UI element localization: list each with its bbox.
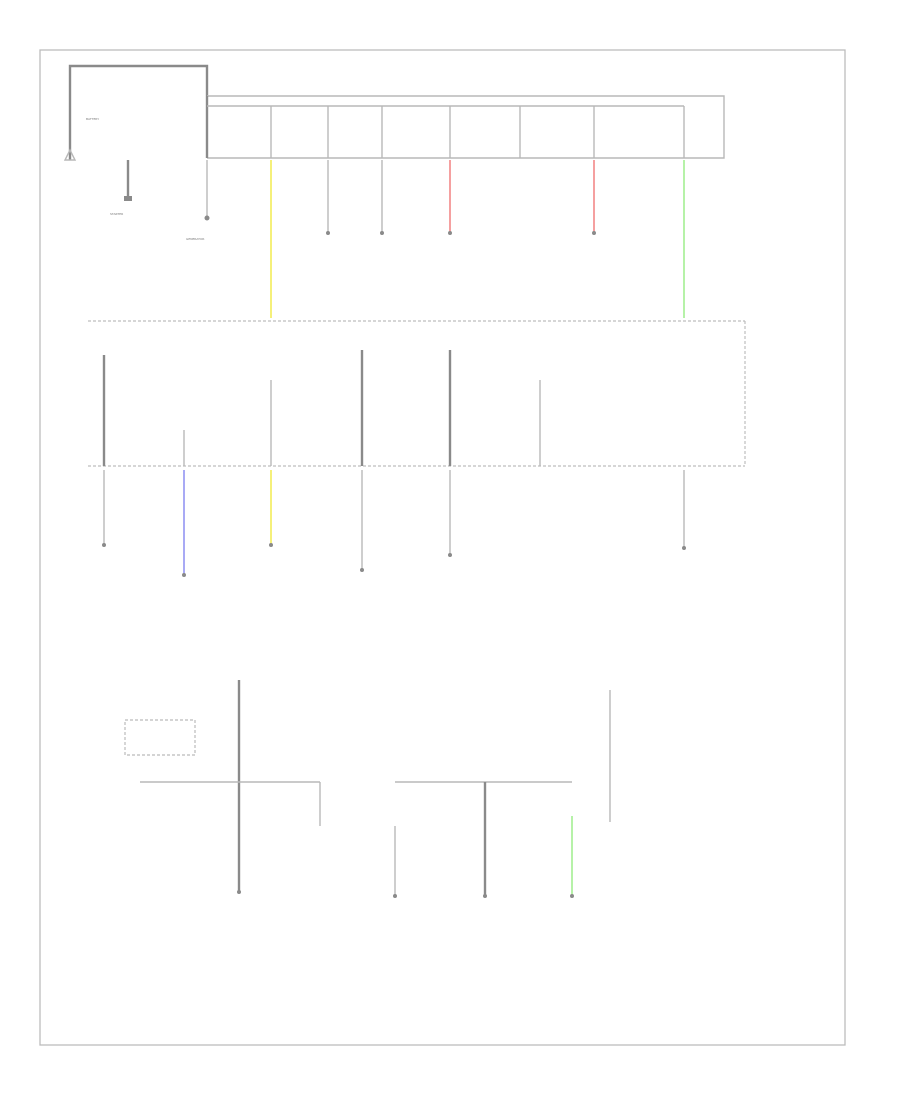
starter-label: STARTER: [110, 212, 123, 216]
lower-section: [124, 680, 611, 898]
battery-label: BATTERY: [86, 117, 99, 121]
page-border: [39, 49, 846, 1046]
middle-fuse-box: [88, 320, 746, 467]
upper-wires: [270, 160, 685, 318]
battery-section: BATTERY STARTER GENERATOR: [63, 64, 210, 241]
upper-fuse-box: [205, 95, 725, 159]
generator-label: GENERATOR: [186, 237, 204, 241]
lower-relay-box: [124, 719, 196, 756]
middle-wires: [102, 470, 686, 577]
